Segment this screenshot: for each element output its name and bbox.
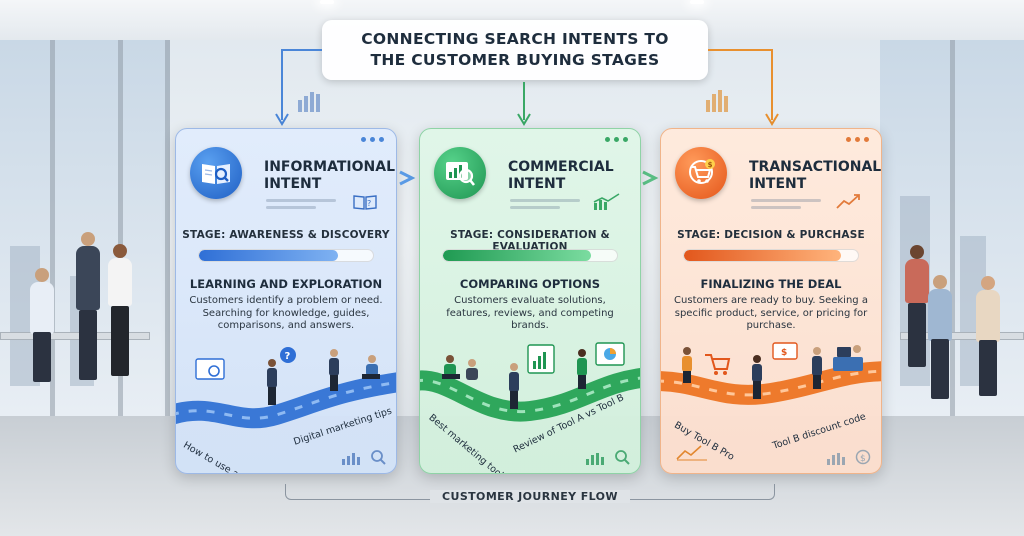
- page-title: CONNECTING SEARCH INTENTS TO THE CUSTOME…: [361, 30, 669, 69]
- book-magnifier-icon: [190, 147, 242, 199]
- window-mullion: [118, 40, 123, 416]
- decorative-lines: [266, 199, 336, 213]
- svg-text:$: $: [781, 348, 787, 358]
- panel-footer-icons: [340, 449, 386, 465]
- stage-heading: COMPARING OPTIONS: [459, 277, 601, 291]
- progress-fill: [199, 250, 339, 261]
- search-icon: [371, 450, 386, 465]
- trend-chart-icon: [676, 445, 707, 461]
- search-icon: [615, 450, 630, 465]
- shopper-figure: [682, 347, 692, 383]
- bar-chart-icon: [586, 453, 604, 465]
- stage-description: Customers identify a problem or need. Se…: [189, 295, 383, 331]
- seated-person-figure: [466, 359, 478, 380]
- panel-menu-dots: [846, 137, 869, 142]
- seated-person-figure: [442, 355, 460, 379]
- bar-chart-icon: [827, 453, 845, 465]
- chart-magnifier-icon: [434, 147, 486, 199]
- dollar-coin-icon: $: [855, 449, 871, 465]
- cart-coin-icon: $: [675, 147, 727, 199]
- window-mullion: [165, 40, 170, 416]
- title-box: CONNECTING SEARCH INTENTS TO THE CUSTOME…: [322, 20, 708, 80]
- businesswoman-figure: [752, 355, 762, 399]
- trend-up-icon: [835, 193, 863, 215]
- window-mullion: [950, 40, 955, 416]
- decorative-lines: [751, 199, 821, 213]
- bar-chart-icon: [342, 453, 360, 465]
- flow-arrow-icon: [399, 170, 416, 186]
- stage-progress-bar: [683, 249, 859, 262]
- stage-progress-bar: [198, 249, 374, 262]
- journey-path: $: [661, 342, 881, 405]
- svg-text:?: ?: [367, 199, 371, 208]
- stage-heading: FINALIZING THE DEAL: [700, 277, 842, 291]
- businessman-figure: [267, 359, 277, 405]
- book-icon: [195, 358, 225, 380]
- intent-name: TRANSACTIONAL INTENT: [749, 159, 882, 192]
- office-desk: [0, 332, 150, 340]
- stage-description: Customers evaluate solutions, features, …: [446, 295, 614, 331]
- trend-chart-icon: [592, 193, 622, 215]
- svg-text:$: $: [708, 161, 713, 169]
- panel-footer-icons: [584, 449, 630, 465]
- chart-board-icon: [527, 344, 555, 374]
- ceiling-lamp: [320, 0, 334, 4]
- price-tag-board-icon: $: [772, 342, 798, 360]
- seated-person-figure: [362, 355, 380, 379]
- businesswoman-figure: [577, 349, 587, 389]
- help-bubble-icon: ?: [280, 347, 296, 363]
- shopping-cart-icon: [705, 354, 731, 375]
- stage-heading: LEARNING AND EXPLORATION: [189, 277, 383, 291]
- intent-name: COMMERCIAL INTENT: [508, 159, 614, 192]
- journey-flow-label: CUSTOMER JOURNEY FLOW: [430, 490, 630, 503]
- title-connectors: [275, 49, 779, 126]
- pie-chart-board-icon: [595, 342, 625, 366]
- progress-fill: [684, 250, 841, 261]
- stage-progress-bar: [442, 249, 618, 262]
- checkout-counter-icon: [833, 345, 863, 371]
- window-mullion: [50, 40, 55, 416]
- svg-text:$: $: [860, 454, 866, 464]
- book-help-icon: ?: [352, 193, 378, 215]
- transactional-intent-panel: $ TRANSACTIONAL INTENT STAGE: DECISION &…: [660, 128, 882, 474]
- journey-path: ?: [176, 347, 396, 429]
- panel-footer-icons: $: [825, 449, 871, 465]
- flow-arrow-icon: [642, 170, 659, 186]
- svg-text:?: ?: [285, 351, 291, 362]
- businessman-figure: [329, 349, 339, 391]
- journey-path: [420, 342, 640, 422]
- stage-label: STAGE: DECISION & PURCHASE: [677, 229, 865, 241]
- decorative-lines: [510, 199, 580, 213]
- businessman-figure: [812, 347, 822, 389]
- commercial-intent-panel: COMMERCIAL INTENT STAGE: CONSIDERATION &…: [419, 128, 641, 474]
- search-query: How to use analytics?: [181, 439, 277, 474]
- ceiling-lamp: [690, 0, 704, 4]
- stage-label: STAGE: AWARENESS & DISCOVERY: [182, 229, 390, 241]
- panel-menu-dots: [605, 137, 628, 142]
- progress-fill: [443, 250, 591, 261]
- panel-menu-dots: [361, 137, 384, 142]
- intent-name: INFORMATIONAL INTENT: [264, 159, 395, 192]
- stage-description: Customers are ready to buy. Seeking a sp…: [674, 295, 868, 331]
- businessman-figure: [509, 363, 519, 409]
- informational-intent-panel: INFORMATIONAL INTENT ? STAGE: AWARENESS …: [175, 128, 397, 474]
